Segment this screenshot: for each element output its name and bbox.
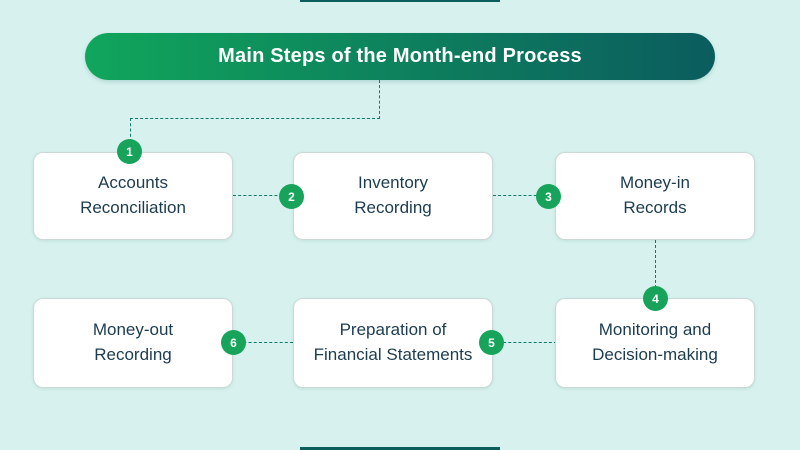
step-label-1: Accounts Reconciliation	[80, 173, 186, 217]
bottom-accent-bar	[300, 447, 500, 450]
step-number-badge-5: 5	[479, 330, 504, 355]
connector-header-horizontal	[130, 118, 380, 119]
step-label-3: Money-in Records	[620, 173, 690, 217]
step-card-preparation-financial-statements: Preparation of Financial Statements	[293, 298, 493, 388]
step-card-money-in-records: Money-in Records	[555, 152, 755, 240]
connector-step4-step5	[493, 342, 557, 343]
step-number-badge-4: 4	[643, 286, 668, 311]
step-label-6: Money-out Recording	[92, 320, 174, 364]
step-number-badge-1: 1	[117, 139, 142, 164]
step-label-5: Preparation of Financial Statements	[313, 320, 473, 364]
step-card-money-out-recording: Money-out Recording	[33, 298, 233, 388]
step-number-badge-3: 3	[536, 184, 561, 209]
step-label-2: Inventory Recording	[354, 173, 432, 217]
top-accent-bar	[300, 0, 500, 2]
step-number-badge-2: 2	[279, 184, 304, 209]
connector-step2-step3	[493, 195, 557, 196]
connector-step3-step4	[655, 240, 656, 298]
step-label-4: Monitoring and Decision-making	[592, 320, 718, 364]
step-card-accounts-reconciliation: Accounts Reconciliation	[33, 152, 233, 240]
connector-header-vertical	[379, 80, 380, 119]
step-number-badge-6: 6	[221, 330, 246, 355]
connector-step5-step6	[233, 342, 293, 343]
diagram-title: Main Steps of the Month-end Process	[218, 45, 582, 67]
step-card-inventory-recording: Inventory Recording	[293, 152, 493, 240]
connector-header-to-step1	[130, 118, 131, 142]
step-card-monitoring-decision-making: Monitoring and Decision-making	[555, 298, 755, 388]
connector-step1-step2	[233, 195, 293, 196]
diagram-header: Main Steps of the Month-end Process	[85, 33, 715, 80]
